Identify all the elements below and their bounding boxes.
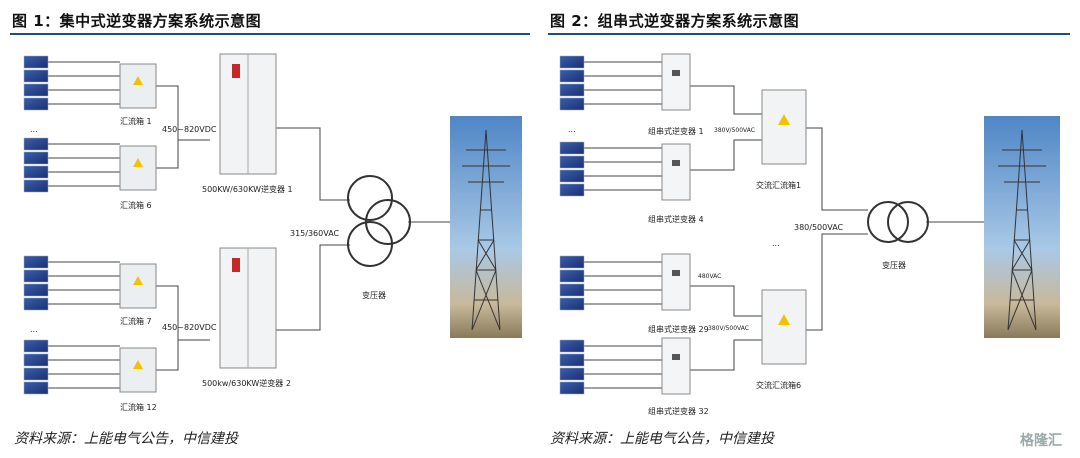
ac-voltage-label: 315/360VAC (290, 229, 340, 238)
string-inverter-1 (661, 53, 691, 111)
figure1-diagram: 汇流箱 1 汇流箱 6 汇流箱 7 汇流箱 12 450~820VDC 450~… (23, 53, 522, 412)
transformer-icon (347, 175, 411, 267)
inverter-label-2: 500kw/630KW逆变器 2 (202, 378, 291, 388)
voltage-label-1: 380V/500VAC (714, 127, 755, 134)
ellipsis-1: ... (30, 125, 38, 134)
inverter-label-1: 500KW/630KW逆变器 1 (202, 184, 293, 194)
ac-voltage-label-2: 380/500VAC (794, 223, 844, 232)
combiner-box-12 (119, 347, 157, 393)
ac-combiner-box-1 (761, 89, 807, 165)
ellipsis-4: ... (772, 239, 780, 248)
combiner-box-6 (119, 145, 157, 191)
string-inverter-label-29: 组串式逆变器 29 (648, 324, 709, 334)
figure2-title: 图 2：组串式逆变器方案系统示意图 (550, 12, 800, 30)
ac-combiner-label-1: 交流汇流箱1 (756, 180, 801, 190)
ac-combiner-box-6 (761, 289, 807, 365)
combiner-label-6: 汇流箱 6 (120, 200, 152, 210)
string-inverter-29 (661, 253, 691, 311)
figure2-diagram: 组串式逆变器 1 组串式逆变器 4 组串式逆变器 29 组串式逆变器 32 38… (559, 53, 1060, 416)
string-inverter-label-1: 组串式逆变器 1 (648, 126, 704, 136)
ellipsis-2: ... (30, 325, 38, 334)
figure2-rule (548, 33, 1070, 35)
figure1-rule (10, 33, 530, 35)
string-inverter-label-4: 组串式逆变器 4 (648, 214, 704, 224)
figure1-source: 资料来源：上能电气公告，中信建投 (14, 431, 238, 447)
string-inverter-32 (661, 337, 691, 395)
transformer-label-2: 变压器 (882, 260, 906, 270)
string-inverter-label-32: 组串式逆变器 32 (648, 406, 709, 416)
transformer-label: 变压器 (362, 290, 386, 300)
dc-voltage-label-2: 450~820VDC (162, 323, 217, 332)
transformer-icon-2 (867, 201, 929, 243)
figure2-source: 资料来源：上能电气公告，中信建投 (550, 431, 774, 447)
ac-combiner-label-6: 交流汇流箱6 (756, 380, 801, 390)
watermark: 格隆汇 (1020, 433, 1062, 449)
ellipsis-3: ... (568, 125, 576, 134)
figure1-title: 图 1：集中式逆变器方案系统示意图 (12, 12, 262, 30)
combiner-box-1 (119, 63, 157, 109)
power-tower-image-2 (984, 116, 1060, 338)
voltage-label-3: 380V/500VAC (708, 325, 749, 332)
voltage-label-2: 480VAC (698, 273, 721, 280)
string-inverter-4 (661, 143, 691, 201)
dc-voltage-label-1: 450~820VDC (162, 125, 217, 134)
combiner-label-12: 汇流箱 12 (120, 402, 157, 412)
power-tower-image (450, 116, 522, 338)
combiner-label-1: 汇流箱 1 (120, 116, 152, 126)
combiner-box-7 (119, 263, 157, 309)
combiner-label-7: 汇流箱 7 (120, 316, 152, 326)
